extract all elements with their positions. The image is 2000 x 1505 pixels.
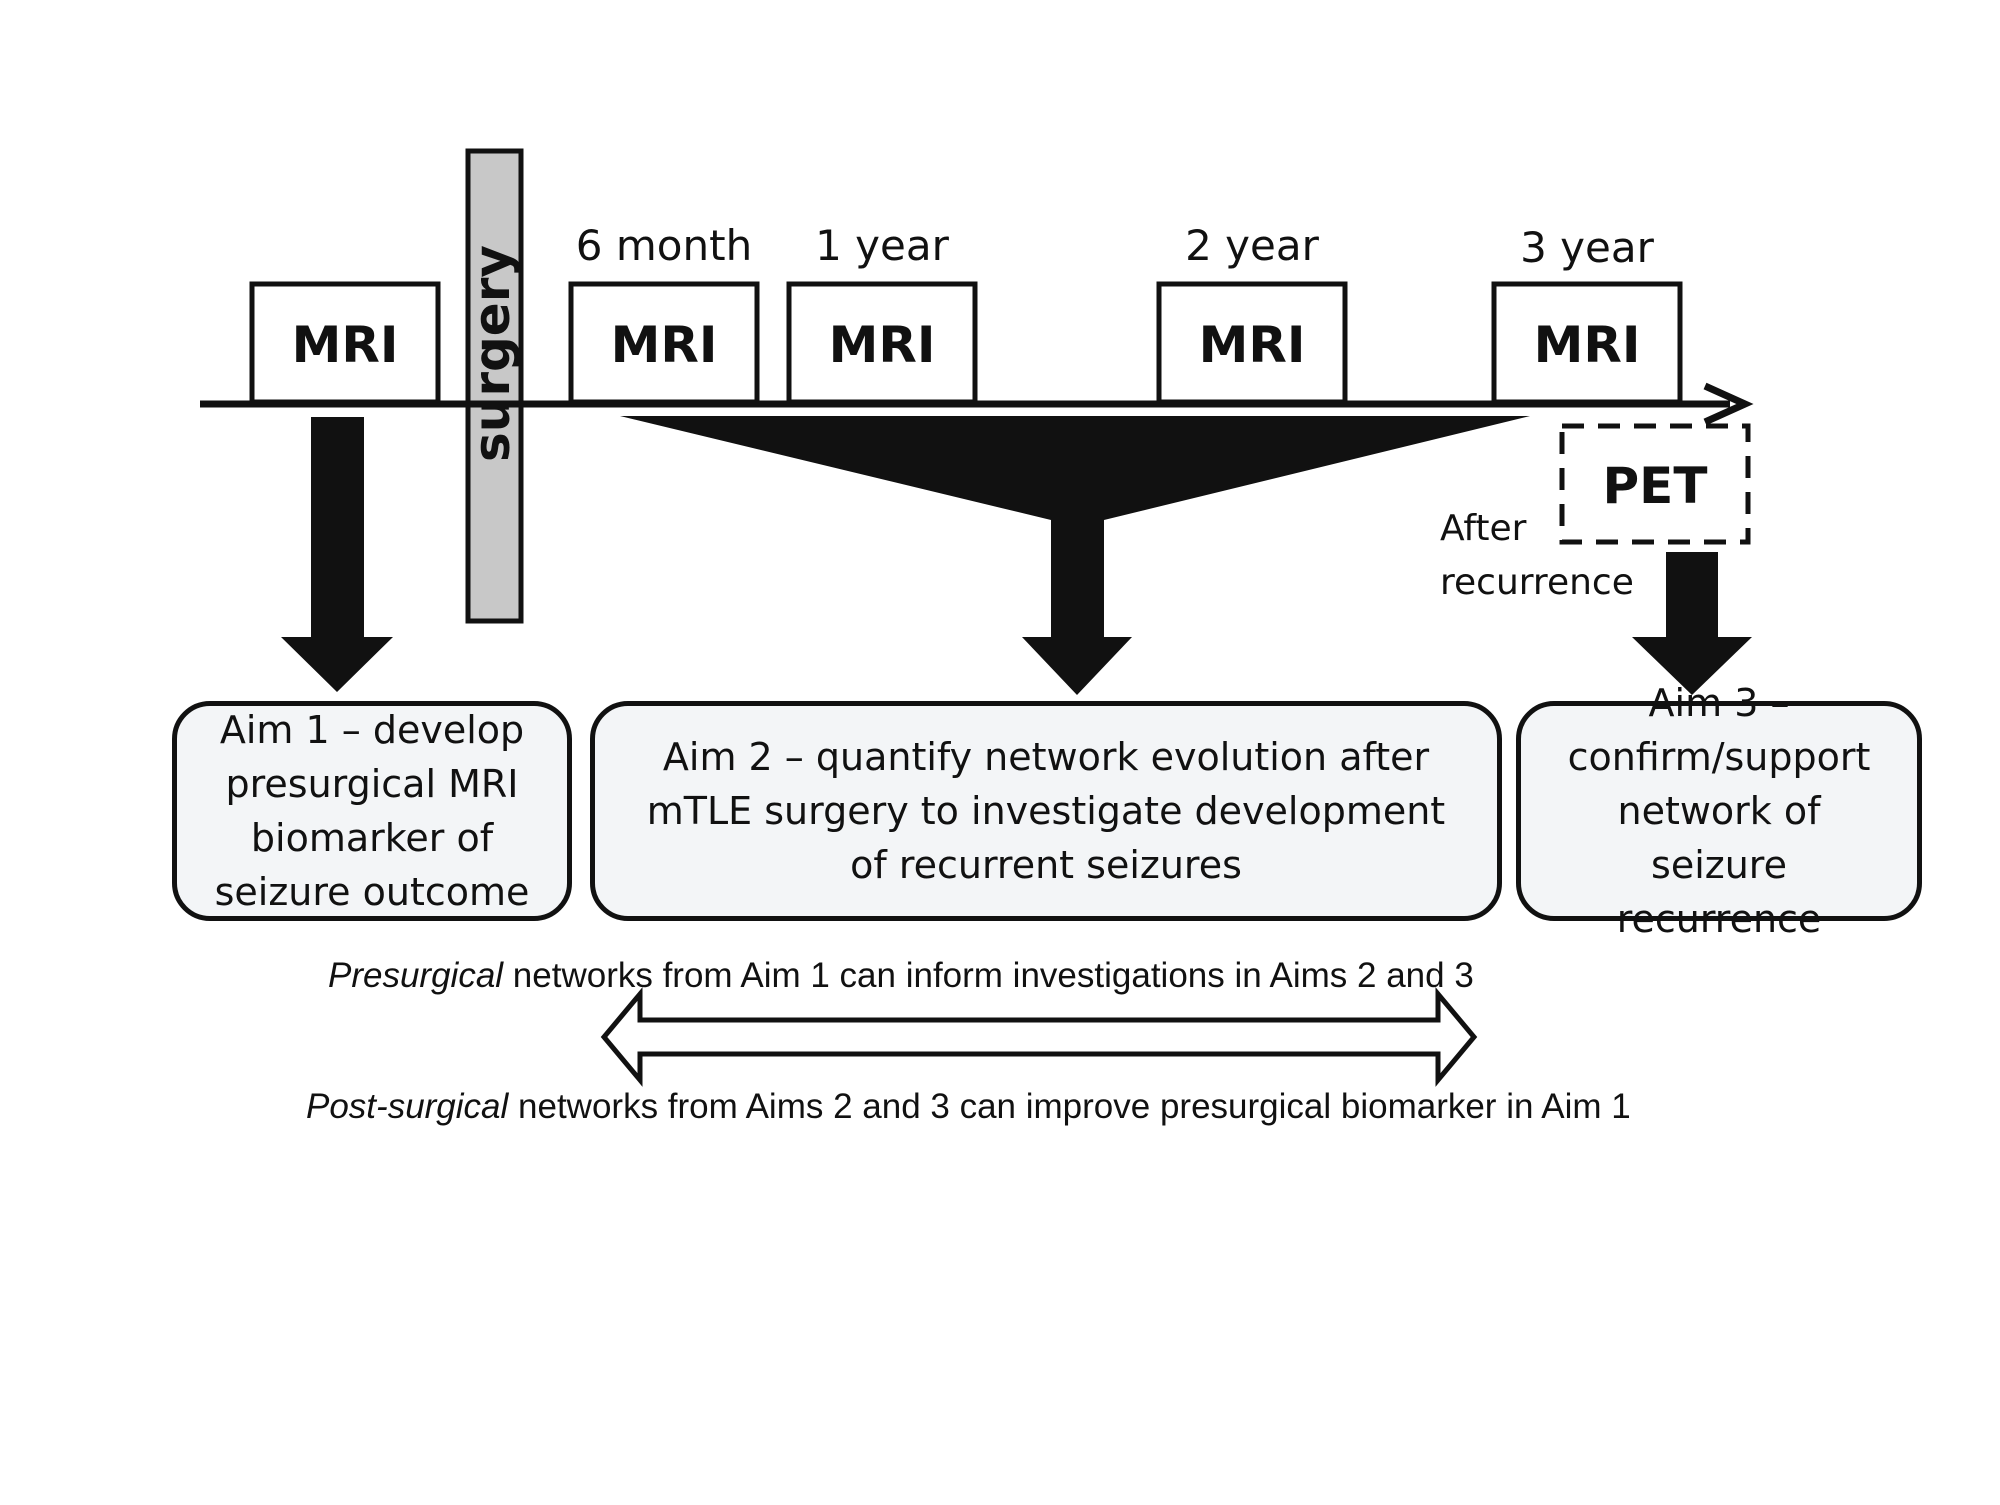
mri-scan-3-year: MRI 3 year <box>1491 223 1683 405</box>
mri-label: MRI <box>611 316 718 374</box>
mri-label: MRI <box>292 316 399 374</box>
presurgical-note: Presurgical networks from Aim 1 can info… <box>328 956 1474 996</box>
pet-scan: PET <box>1559 423 1751 545</box>
postsurgical-rest: networks from Aims 2 and 3 can improve p… <box>508 1087 1631 1126</box>
timeline-arrowhead <box>1703 382 1754 426</box>
surgery-bar <box>465 148 524 624</box>
aim1-down-arrow <box>281 417 393 692</box>
aim3-box: Aim 3 – confirm/support network of seizu… <box>1516 681 1922 941</box>
aim2-box: Aim 2 – quantify network evolution after… <box>590 701 1502 921</box>
pet-label: PET <box>1603 457 1708 515</box>
timepoint-label: 2 year <box>1185 221 1320 270</box>
bidirectional-arrow <box>600 987 1478 1087</box>
timepoint-label: 3 year <box>1520 223 1655 272</box>
mri-label: MRI <box>1199 316 1306 374</box>
aim2-text: Aim 2 – quantify network evolution after… <box>646 735 1446 887</box>
aim2-funnel-arrow <box>620 416 1530 695</box>
mri-scan-1-year: MRI 1 year <box>786 221 978 405</box>
mri-scan-6-month: MRI 6 month <box>568 221 760 405</box>
presurgical-italic: Presurgical <box>328 956 504 995</box>
aim3-down-arrow <box>1632 552 1752 695</box>
after-recurrence-label: After recurrence <box>1440 502 1634 610</box>
mri-label: MRI <box>1534 316 1641 374</box>
mri-label: MRI <box>829 316 936 374</box>
aim1-box: Aim 1 – develop presurgical MRI biomarke… <box>172 701 572 921</box>
mri-scan-2-year: MRI 2 year <box>1156 221 1348 405</box>
postsurgical-note: Post-surgical networks from Aims 2 and 3… <box>306 1087 1631 1127</box>
aim1-text: Aim 1 – develop presurgical MRI biomarke… <box>214 708 530 914</box>
timepoint-label: 6 month <box>576 221 752 270</box>
after-label-line2: recurrence <box>1440 562 1634 603</box>
aim3-text: Aim 3 – confirm/support network of seizu… <box>1567 681 1871 941</box>
postsurgical-italic: Post-surgical <box>306 1087 509 1126</box>
presurgical-rest: networks from Aim 1 can inform investiga… <box>503 956 1474 995</box>
mri-scan-baseline: MRI <box>249 281 441 405</box>
timepoint-label: 1 year <box>815 221 950 270</box>
surgery-label: surgery <box>463 245 521 462</box>
after-label-line1: After <box>1440 508 1527 549</box>
